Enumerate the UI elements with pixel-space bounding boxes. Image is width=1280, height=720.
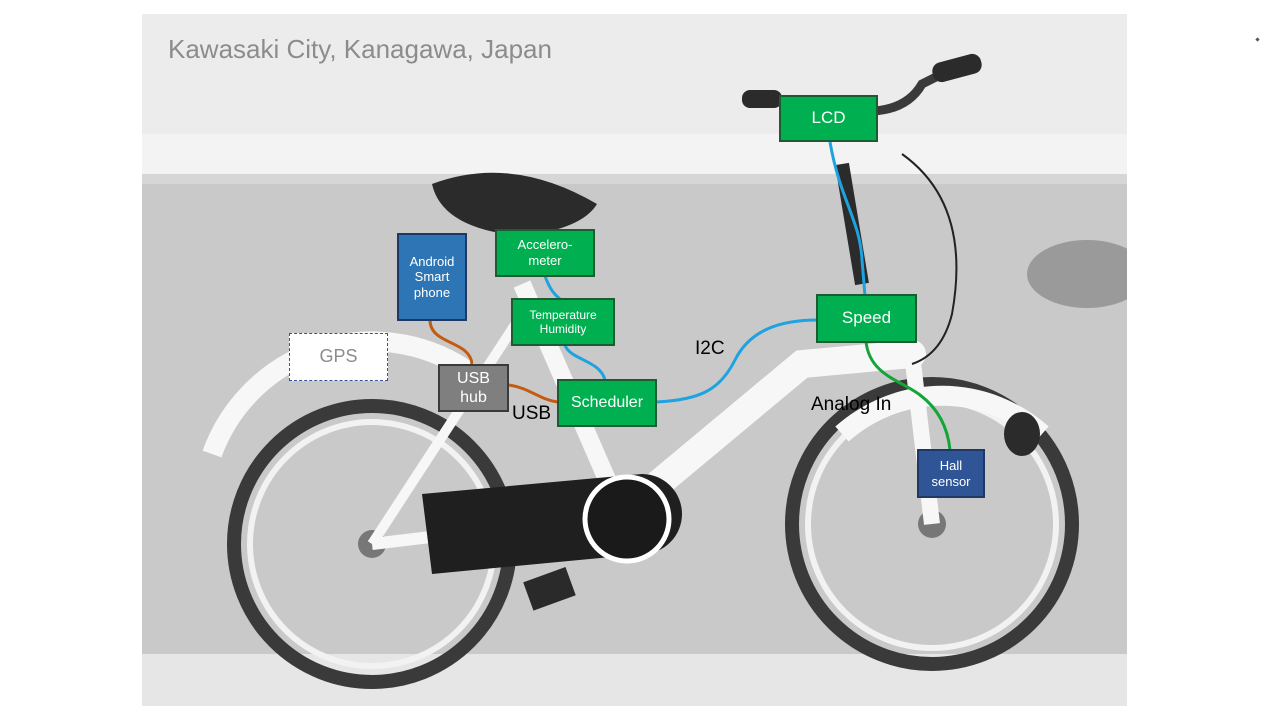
bicycle-main-frame — [608, 340, 926, 528]
i2c-wire-temperature — [563, 344, 607, 381]
usb-wire-hub-scheduler — [508, 383, 559, 404]
hall-sensor-box: Hall sensor — [917, 449, 985, 498]
usb-wire-android-hub — [428, 319, 474, 365]
bicycle-illustration — [142, 14, 1127, 706]
usb-label: USB — [512, 403, 552, 424]
analog-wire-speed-hall — [864, 341, 952, 451]
i2c-wire-lcd-speed — [828, 141, 867, 297]
right-grip — [932, 53, 982, 83]
handlebar-stem — [835, 162, 869, 286]
background-curb — [142, 134, 1127, 174]
pedal — [523, 567, 576, 611]
bicycle-seat — [432, 172, 597, 236]
manhole-cover — [1027, 240, 1127, 308]
front-wheel-tire — [785, 377, 1079, 671]
seat-stay — [367, 311, 527, 547]
i2c-wire-scheduler-speed — [655, 318, 819, 404]
lcd-box: LCD — [779, 95, 878, 142]
android-smartphone-box: Android Smart phone — [397, 233, 467, 321]
usb-hub-box: USB hub — [438, 364, 509, 412]
location-caption: Kawasaki City, Kanagawa, Japan — [168, 34, 552, 64]
i2c-wire-accelerometer — [543, 275, 561, 301]
left-grip — [742, 90, 782, 108]
scheduler-box: Scheduler — [557, 379, 657, 427]
brake-cable — [901, 153, 958, 365]
bicycle-photo — [142, 14, 1127, 706]
front-light — [1004, 412, 1040, 456]
background-road — [142, 184, 1127, 706]
i2c-label: I2C — [695, 338, 725, 359]
analog-in-label: Analog In — [811, 394, 892, 415]
gps-box: GPS — [289, 333, 388, 381]
temperature-humidity-box: Temperature Humidity — [511, 298, 615, 346]
chainring — [582, 474, 672, 564]
accelerometer-box: Accelero- meter — [495, 229, 595, 277]
speed-box: Speed — [816, 294, 917, 343]
